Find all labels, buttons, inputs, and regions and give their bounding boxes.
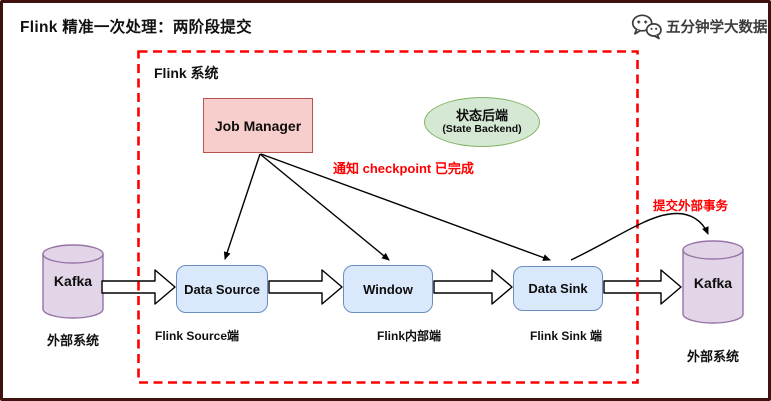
diagram-shapes-layer [42,50,744,384]
flink-system-dashed-border [137,50,639,384]
wechat-bubbles-icon [631,13,662,40]
state-backend-node: 状态后端 (State Backend) [424,97,540,147]
window-node: Window [343,265,433,313]
flow-arrow-window-to-sink [433,269,513,305]
flink-system-label: Flink 系统 [154,65,219,81]
caption-flink-source-side: Flink Source端 [154,329,240,343]
window-label: Window [363,281,413,297]
state-backend-label: 状态后端 [455,107,508,123]
state-backend-sublabel: (State Backend) [442,123,522,136]
caption-external-system-left: 外部系统 [46,333,99,348]
flow-arrow-source-to-window [268,269,343,305]
job-manager-label: Job Manager [214,117,302,134]
caption-external-system-right: 外部系统 [686,349,739,364]
checkpoint-done-annotation: 通知 checkpoint 已完成 [333,161,474,176]
caption-flink-internal-side: Flink内部端 [376,329,441,343]
caption-flink-sink-side: Flink Sink 端 [529,329,602,343]
job-manager-node: Job Manager [203,98,313,153]
data-sink-label: Data Sink [528,281,588,296]
data-source-label: Data Source [184,281,260,297]
kafka-right-cylinder [682,240,744,324]
data-source-node: Data Source [176,265,268,313]
commit-external-annotation: 提交外部事务 [653,199,729,213]
jm-to-window-arrow [259,153,390,261]
page-title: Flink 精准一次处理：两阶段提交 [20,19,252,36]
kafka-right-label: Kafka [693,275,733,291]
data-sink-node: Data Sink [513,266,603,311]
jm-to-source-arrow [223,153,261,260]
flow-arrow-sink-to-kafka [603,269,682,305]
brand: 五分钟学大数据 [631,13,768,40]
brand-name: 五分钟学大数据 [666,20,768,36]
jm-to-sink-arrow [260,153,551,261]
kafka-left-cylinder [42,244,104,319]
sink-commit-to-kafka-arrow [570,212,709,261]
kafka-left-label: Kafka [53,273,93,289]
